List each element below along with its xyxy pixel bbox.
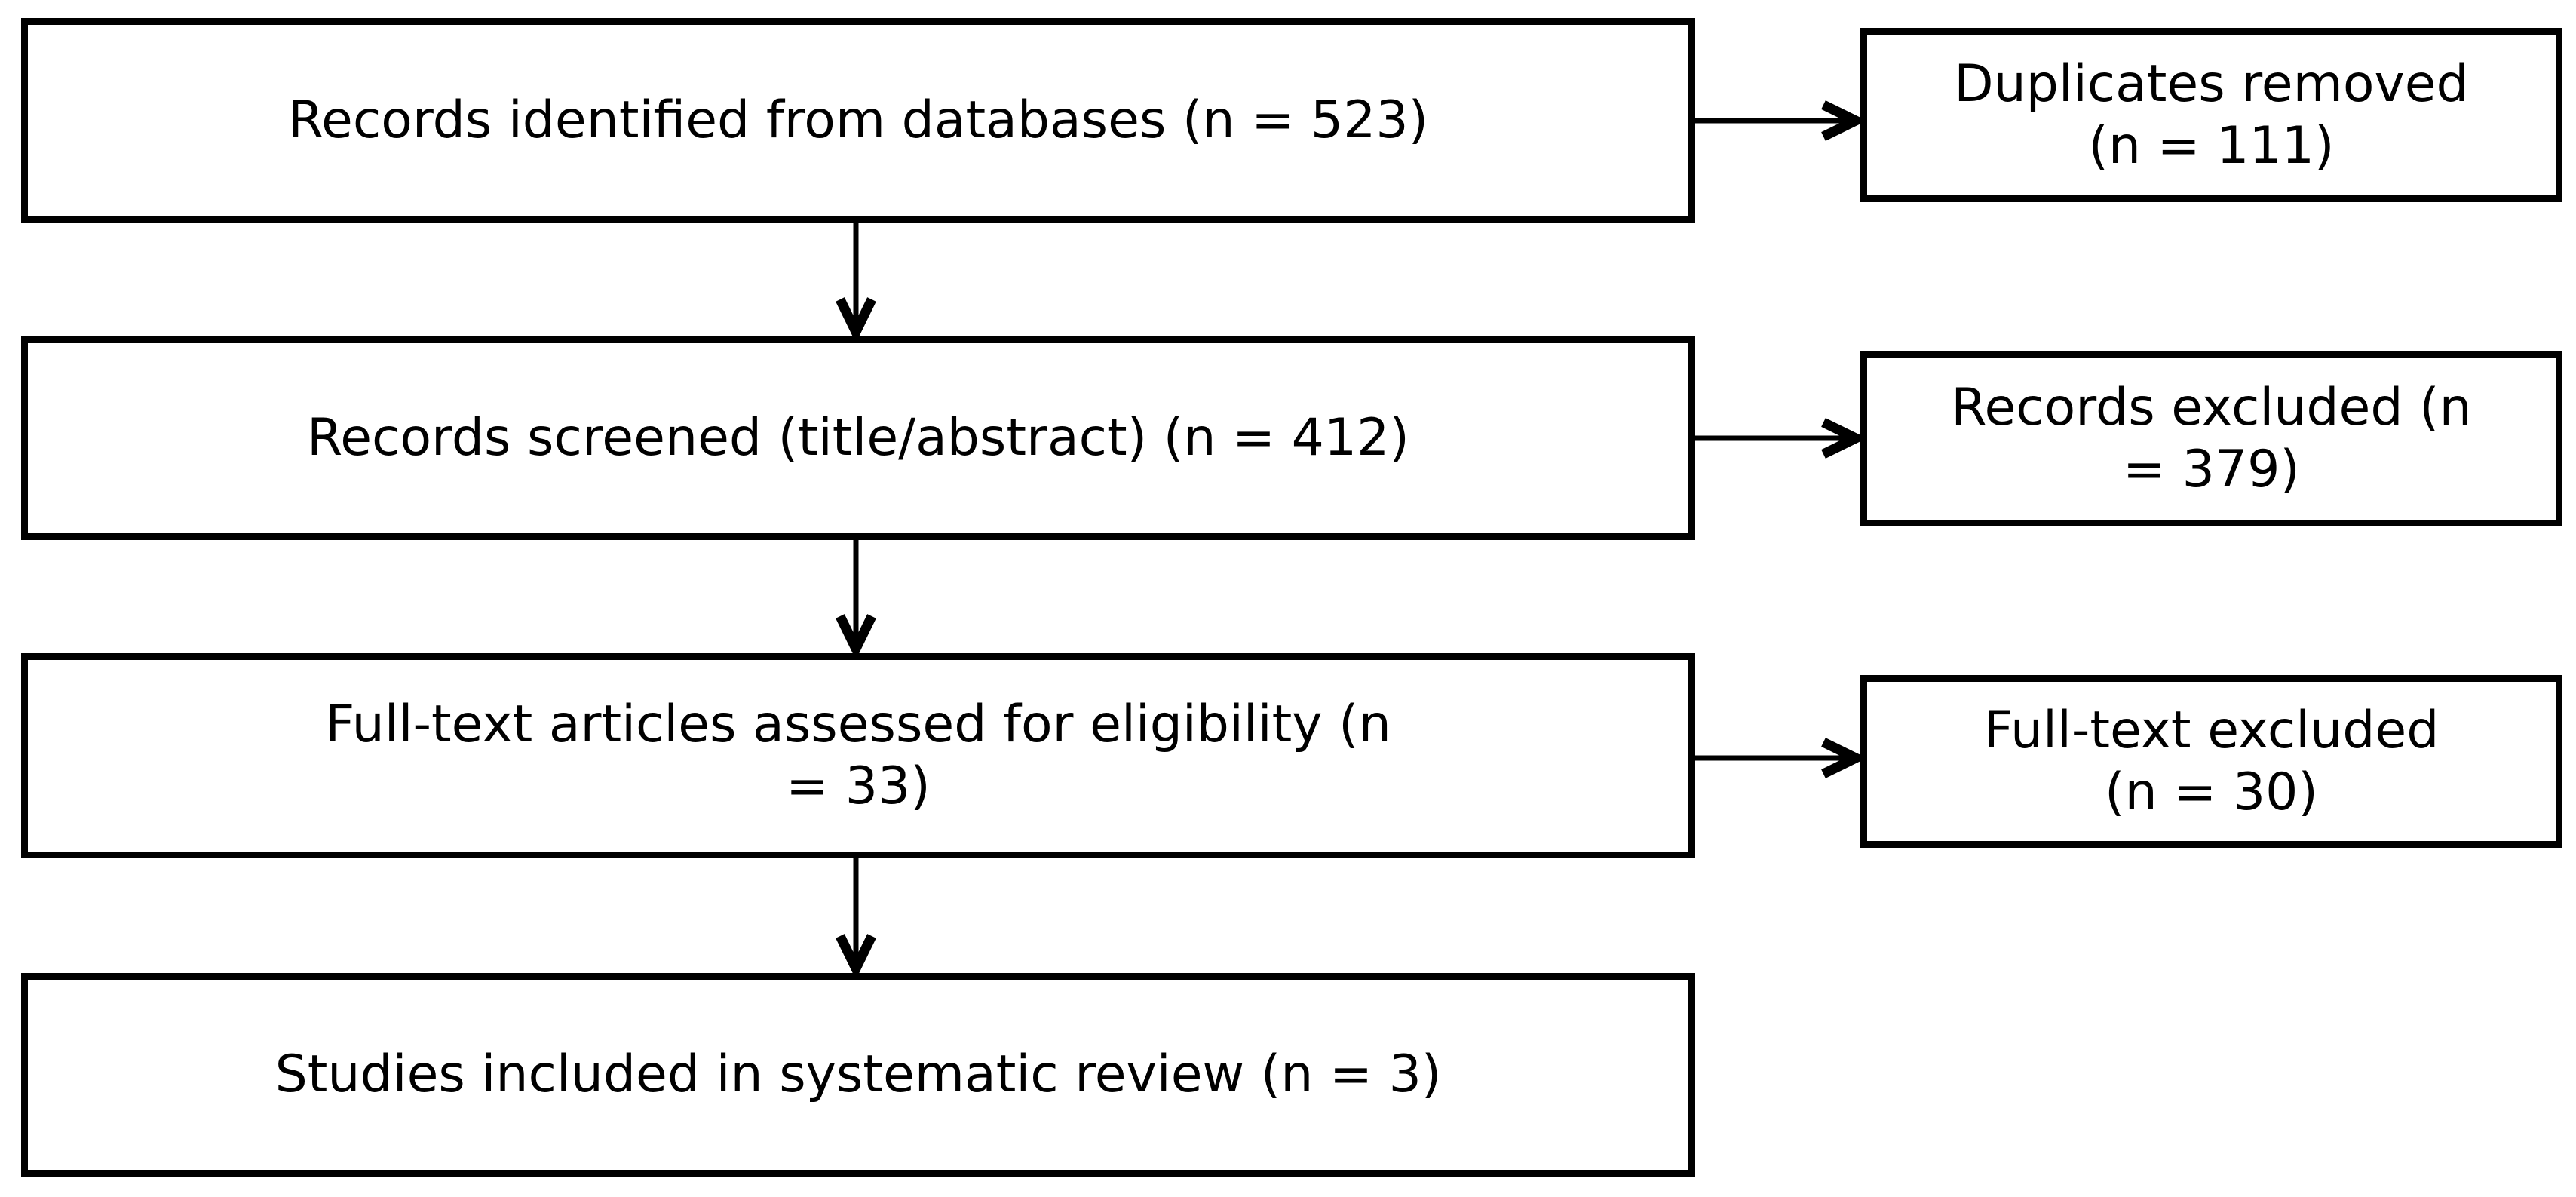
box-fulltext-excluded: Full-text excluded (n = 30) (1860, 675, 2562, 848)
box-fulltext-excluded-label: Full-text excluded (n = 30) (1954, 700, 2470, 823)
box-records-screened: Records screened (title/abstract) (n = 4… (21, 336, 1695, 540)
box-records-excluded: Records excluded (n = 379) (1860, 351, 2562, 526)
box-label-line: = 33) (786, 757, 931, 816)
box-label-line: (n = 30) (2105, 762, 2318, 822)
right-arrow-icon (1695, 418, 1860, 459)
right-arrow-icon (1695, 738, 1860, 778)
box-label-line: Records excluded (n (1951, 377, 2472, 437)
box-label-line: (n = 111) (2088, 115, 2335, 176)
box-fulltext-assessed-label: Full-text articles assessed for eligibil… (295, 694, 1421, 817)
box-records-screened-label: Records screened (title/abstract) (n = 4… (277, 407, 1440, 469)
box-records-excluded-label: Records excluded (n = 379) (1921, 377, 2501, 500)
box-label-line: Full-text articles assessed for eligibil… (325, 695, 1391, 755)
box-fulltext-assessed: Full-text articles assessed for eligibil… (21, 653, 1695, 858)
right-arrow-icon (1695, 100, 1860, 141)
box-records-identified-label: Records identified from databases (n = 5… (258, 90, 1458, 152)
box-label-line: Records identified from databases (n = 5… (287, 90, 1429, 150)
box-studies-included: Studies included in systematic review (n… (21, 973, 1695, 1177)
down-arrow-icon (836, 858, 876, 973)
box-label-line: Records screened (title/abstract) (n = 4… (307, 408, 1409, 468)
down-arrow-icon (836, 223, 876, 336)
box-label-line: Studies included in systematic review (n… (274, 1045, 1442, 1105)
box-label-line: = 379) (2123, 439, 2300, 499)
box-label-line: Duplicates removed (1954, 54, 2469, 114)
box-duplicates-removed: Duplicates removed (n = 111) (1860, 28, 2562, 202)
box-duplicates-removed-label: Duplicates removed (n = 111) (1924, 54, 2498, 176)
down-arrow-icon (836, 540, 876, 653)
box-studies-included-label: Studies included in systematic review (n… (245, 1044, 1472, 1106)
box-label-line: Full-text excluded (1983, 700, 2440, 760)
box-records-identified: Records identified from databases (n = 5… (21, 18, 1695, 223)
